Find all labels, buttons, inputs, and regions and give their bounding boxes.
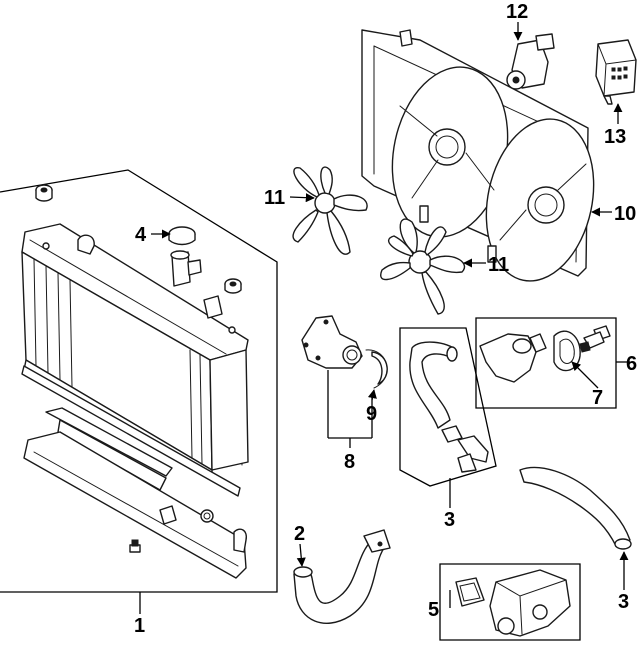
radiator-group-frame — [0, 169, 278, 593]
upper-radiator-hose — [293, 529, 391, 624]
lower-radiator-hose — [519, 466, 632, 550]
callout-5: 5 — [428, 599, 439, 621]
water-pump-gasket — [455, 577, 485, 607]
water-outlet — [479, 333, 547, 383]
callout-4: 4 — [135, 224, 147, 246]
water-outlet-group-frame — [475, 317, 617, 409]
callout-11-upper: 11 — [264, 187, 285, 209]
sensor-bolt — [579, 325, 611, 353]
fan-blade-lower — [380, 218, 466, 315]
drain-bolt — [129, 539, 141, 553]
callout-3-lower: 3 — [618, 591, 629, 613]
leader-lines — [139, 22, 630, 614]
radiator-cap — [168, 226, 196, 246]
callout-9: 9 — [366, 403, 377, 425]
callout-labels: 1 2 3 3 4 5 6 7 8 9 10 11 11 12 13 — [134, 1, 637, 637]
water-inlet-housing — [489, 569, 571, 637]
callout-7: 7 — [592, 387, 603, 409]
callout-6: 6 — [626, 353, 637, 375]
fan-control-module — [595, 39, 637, 105]
callout-10: 10 — [614, 203, 636, 225]
hose-group-frame — [399, 327, 497, 487]
callout-1: 1 — [134, 615, 145, 637]
bypass-hose — [409, 341, 458, 429]
callout-2: 2 — [294, 523, 305, 545]
water-pump-group-frame — [439, 563, 581, 641]
fan-motor — [506, 33, 555, 90]
water-outlet-gasket — [553, 330, 581, 372]
callout-13: 13 — [604, 126, 626, 148]
fan-blade-upper — [292, 166, 368, 255]
callout-8: 8 — [344, 451, 355, 473]
radiator-lower-tank — [23, 431, 248, 579]
callout-11-lower: 11 — [488, 254, 509, 276]
callout-12: 12 — [506, 1, 528, 23]
callout-3-upper: 3 — [444, 509, 455, 531]
thermostat-seal-ring — [365, 349, 388, 389]
hose-clamp-pipe — [441, 425, 489, 473]
fan-shroud — [361, 29, 595, 282]
thermostat-housing — [301, 315, 363, 369]
radiator-lower-rails — [21, 365, 241, 497]
connector-pins — [611, 66, 628, 80]
radiator-mount-grommets — [35, 184, 242, 523]
